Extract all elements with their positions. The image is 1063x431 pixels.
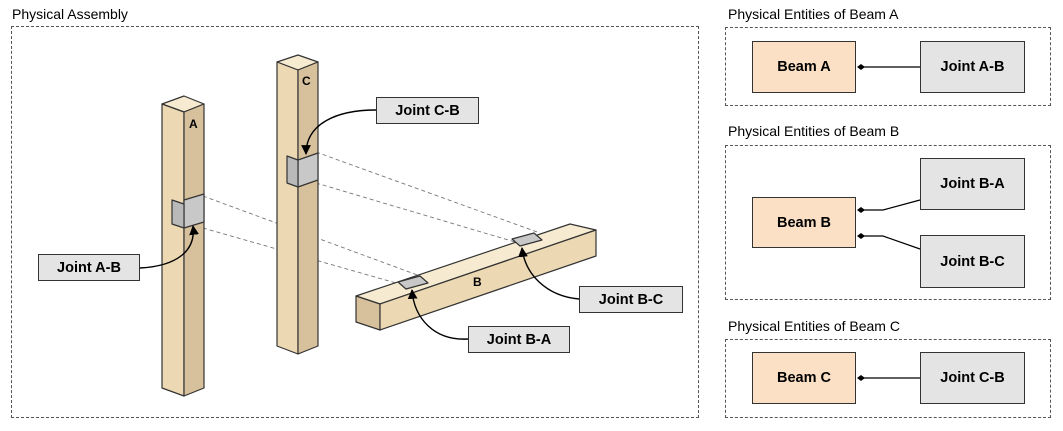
connector-beam-b-joint-bc [861,235,921,250]
entity-joint-bc: Joint B-C [920,235,1025,288]
entities-beam-c-title: Physical Entities of Beam C [728,318,900,334]
joint-cb-plate-front [286,155,299,188]
callout-joint-cb: Joint C-B [376,97,479,124]
arrow-joint-bc [518,247,580,300]
callout-joint-ba: Joint B-A [468,326,570,353]
entity-joint-cb: Joint C-B [920,352,1025,404]
joint-ab-plate-front [171,199,185,229]
joint-ba-plate [397,275,429,290]
diamond-beam-a [857,64,865,70]
callout-joint-bc: Joint B-C [579,286,683,313]
entity-joint-ab: Joint A-B [920,41,1025,93]
assembly-title: Physical Assembly [12,6,128,22]
diamond-beam-c [857,375,865,381]
beam-a-letter: A [189,117,198,131]
arrow-joint-ab [139,225,199,269]
beam-c [276,54,319,355]
callout-arrows [139,109,580,340]
diamond-beam-b-bottom [857,233,865,239]
beam-a-side [183,103,205,397]
connector-beam-b-joint-ba [861,199,921,211]
callout-joint-ab: Joint A-B [38,254,140,281]
entities-beam-c-frame [725,339,1051,418]
entities-beam-b-frame [725,145,1051,300]
entity-beam-a: Beam A [752,41,856,93]
beam-b-letter: B [473,275,482,289]
arrow-joint-ba [407,289,469,340]
arrow-joint-cb [301,109,377,155]
beam-a [161,95,205,397]
entity-joint-ba: Joint B-A [920,158,1025,210]
diamond-beam-b-top [857,207,865,213]
entities-beam-a-title: Physical Entities of Beam A [728,6,899,22]
joint-bc-plate [511,232,543,247]
assembly-frame [11,26,699,418]
entity-beam-c: Beam C [752,352,856,404]
entities-beam-b-title: Physical Entities of Beam B [728,123,900,139]
beam-b [355,223,597,331]
beam-c-side [297,61,319,355]
beam-c-letter: C [302,74,311,88]
entity-beam-b: Beam B [752,197,856,248]
entities-beam-a-frame [725,27,1051,106]
